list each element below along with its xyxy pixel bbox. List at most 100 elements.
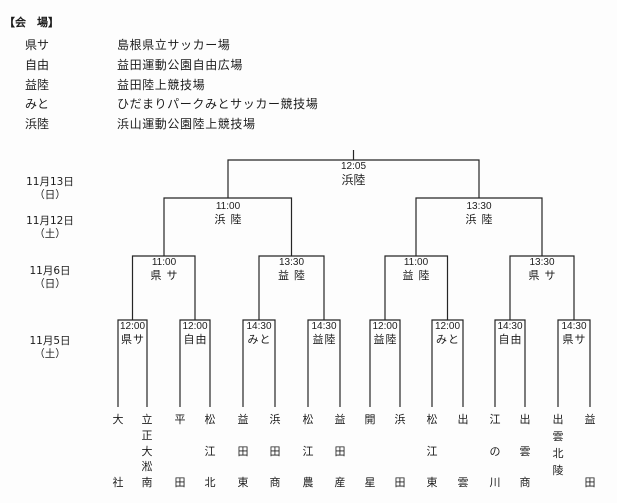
team-name-char: 星 [364, 476, 376, 489]
match-venue: 益陸 [402, 269, 435, 282]
venue-name: 益田陸上競技場 [117, 78, 206, 92]
match-time: 12:00 [372, 321, 398, 332]
team-name-char: 大 [112, 413, 124, 426]
match-venue: 県サ [528, 269, 561, 282]
team-name: 益田 [582, 413, 598, 489]
match-time: 11:00 [403, 257, 429, 268]
match-time: 11:00 [151, 257, 177, 268]
team-name: 浜田商 [267, 413, 283, 489]
team-name-char: 江 [489, 413, 501, 426]
team-name-char: 東 [237, 476, 249, 489]
venue-abbr: みと [25, 97, 50, 111]
team-name-char: 淞 [141, 460, 153, 474]
match-venue: 自由 [183, 333, 208, 346]
bracket-line-semifinal-1 [163, 197, 293, 256]
team-name-char: 松 [302, 413, 314, 426]
match-venue: 浜陸 [214, 213, 247, 226]
bracket-line-semifinal-2 [415, 197, 543, 256]
team-name-char: 浜 [394, 413, 406, 426]
weekday-text: （日） [34, 189, 66, 201]
quarterfinal-4-label: 13:30 県サ [512, 257, 572, 283]
venue-legend-row: 県サ 島根県立サッカー場 [25, 38, 385, 53]
match-time: 11:00 [215, 201, 241, 212]
round1-match-8-label: 14:30 県サ [544, 321, 604, 347]
date-label-round1: 11月5日 （土） [18, 335, 82, 361]
match-time: 12:00 [434, 321, 461, 332]
match-venue: 益陸 [373, 333, 398, 346]
quarterfinal-1-label: 11:00 県サ [134, 257, 194, 283]
team-name: 益田東 [235, 413, 251, 489]
match-time: 14:30 [497, 321, 523, 332]
team-name-char: 益 [334, 413, 346, 426]
date-text: 11月13日 [26, 176, 74, 188]
bracket-line-round1-1 [117, 319, 148, 407]
team-name-char: 平 [174, 413, 186, 426]
team-name-char: 陵 [552, 464, 564, 477]
venue-abbr: 自由 [25, 58, 50, 72]
match-time: 13:30 [278, 257, 305, 268]
team-name-char: 大 [141, 444, 153, 458]
bracket-line-quarterfinal-4 [509, 255, 575, 320]
match-time: 12:00 [182, 321, 208, 332]
round1-match-6-label: 12:00 みと [418, 321, 478, 347]
match-venue: 益陸 [278, 269, 310, 282]
venue-legend-heading: 【会 場】 [4, 16, 59, 29]
match-time: 14:30 [246, 321, 272, 332]
bracket-line-round1-6 [431, 319, 464, 407]
venue-abbr: 益陸 [25, 78, 50, 92]
team-name: 江の川 [487, 413, 503, 489]
team-name-char: 江 [204, 444, 216, 458]
match-venue: 益陸 [312, 333, 337, 346]
team-name-char: 北 [552, 447, 564, 460]
weekday-text: （日） [34, 278, 66, 290]
bracket-line-quarterfinal-1 [131, 255, 196, 320]
round1-match-4-label: 14:30 益陸 [294, 321, 354, 347]
round1-match-2-label: 12:00 自由 [165, 321, 225, 347]
match-time: 14:30 [561, 321, 587, 332]
round1-match-1-label: 12:00 県サ [103, 321, 163, 347]
team-name: 出雲商 [517, 413, 533, 489]
team-name-char: 田 [584, 476, 596, 489]
team-name-char: 出 [519, 413, 531, 426]
team-name: 平田 [172, 413, 188, 489]
team-name-char: 田 [237, 444, 249, 458]
venue-legend-row: みと ひだまりパークみとサッカー競技場 [25, 97, 385, 112]
match-time: 12:05 [340, 161, 367, 172]
date-label-quarterfinal: 11月6日 （日） [18, 265, 82, 291]
match-venue: 浜陸 [341, 173, 366, 187]
team-name: 松江東 [424, 413, 440, 489]
match-venue: 県サ [121, 333, 145, 346]
team-name-char: 出 [552, 413, 564, 426]
match-venue: 県サ [562, 333, 587, 346]
match-venue: 県サ [150, 269, 183, 282]
team-name-char: 北 [204, 476, 216, 489]
weekday-text: （土） [34, 228, 66, 240]
date-label-final: 11月13日 （日） [18, 176, 82, 202]
team-name-char: 田 [334, 444, 346, 458]
team-name-char: 社 [112, 476, 124, 489]
team-name-char: 益 [237, 413, 249, 426]
team-name: 浜田 [392, 413, 408, 489]
team-name: 益田産 [332, 413, 348, 489]
round1-match-5-label: 12:00 益陸 [355, 321, 415, 347]
venue-legend-row: 益陸 益田陸上競技場 [25, 78, 385, 93]
match-venue: 浜陸 [465, 213, 498, 226]
team-name-char: 東 [426, 476, 438, 489]
bracket-line-final [227, 159, 480, 198]
semifinal-2-label: 13:30 浜陸 [449, 201, 509, 227]
team-name: 出雲北陵 [550, 413, 566, 477]
bracket-line-round1-7 [494, 319, 526, 407]
team-name-char: 田 [394, 476, 406, 489]
date-label-semifinal: 11月12日 （土） [18, 215, 82, 241]
team-name-char: 松 [204, 413, 216, 426]
venue-abbr: 県サ [25, 38, 50, 52]
team-name-char: 雲 [457, 476, 469, 489]
bracket-line-round1-3 [242, 319, 276, 407]
round1-match-3-label: 14:30 みと [229, 321, 289, 347]
team-name: 立正大淞南 [139, 413, 155, 489]
team-name-char: 浜 [269, 413, 281, 426]
venue-name: 浜山運動公園陸上競技場 [117, 117, 256, 131]
bracket-line-quarterfinal-2 [258, 255, 325, 320]
venue-name: 益田運動公園自由広場 [117, 58, 244, 72]
venue-legend-row: 浜陸 浜山運動公園陸上競技場 [25, 117, 385, 132]
